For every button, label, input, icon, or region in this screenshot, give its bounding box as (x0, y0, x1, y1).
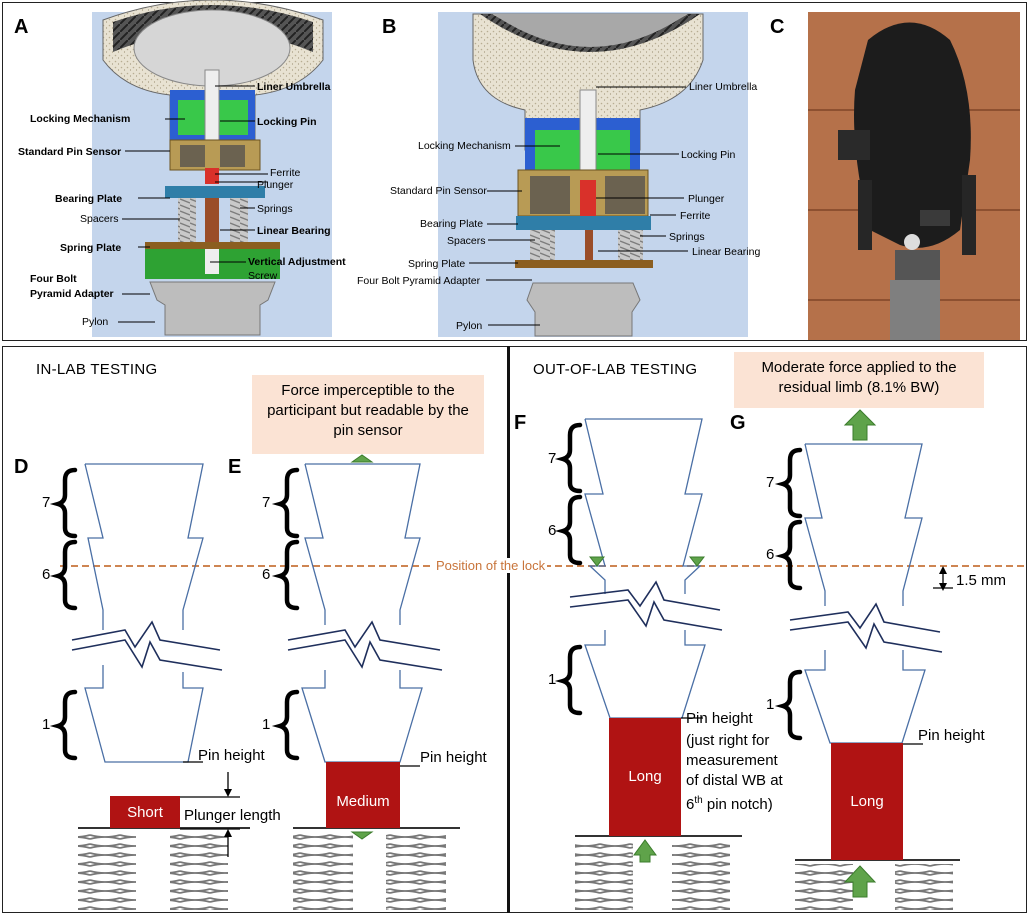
a-label-pyramid-adapter: Pyramid Adapter (30, 288, 114, 300)
a-label-locking-pin: Locking Pin (257, 116, 317, 128)
a-label-ferrite: Ferrite (270, 167, 301, 179)
d-notch-6: 6 (42, 566, 51, 583)
g-gap-label: 1.5 mm (956, 572, 1007, 589)
f-notch-7: 7 (548, 450, 557, 467)
b-label-springs: Springs (669, 231, 705, 243)
d-pin-height-label: Pin height (198, 747, 265, 764)
pin-d-outline (84, 463, 204, 763)
a-label-bearing-plate: Bearing Plate (55, 193, 123, 205)
panel-label-a: A (14, 16, 29, 38)
break-lines-d (71, 620, 223, 671)
f-pin-height-note-4: 6th pin notch) (686, 791, 773, 814)
green-arrows (350, 409, 877, 898)
f-pin-height-note-3: of distal WB at (686, 772, 783, 789)
b-label-plunger: Plunger (688, 193, 725, 205)
f-pin-height-note-1: (just right for (686, 732, 770, 749)
a-label-plunger: Plunger (257, 179, 294, 191)
g-notch-6: 6 (766, 546, 775, 563)
leader-lines-b (469, 86, 688, 326)
plunger-label-long-f: Long (628, 768, 662, 785)
bottom-panel-frame (2, 346, 1027, 913)
d-notch-7: 7 (42, 494, 51, 511)
plunger-long-g (831, 743, 903, 860)
b-label-pylon: Pylon (456, 320, 483, 332)
a-label-pylon: Pylon (82, 316, 109, 328)
e-notch-6: 6 (262, 566, 271, 583)
panel-label-c: C (770, 16, 785, 38)
braces (49, 422, 803, 761)
out-lab-heading: OUT-OF-LAB TESTING (533, 361, 698, 378)
break-lines-g (789, 602, 943, 653)
panel-label-b: B (382, 16, 397, 38)
f-pin-height-note-2: measurement (686, 752, 778, 769)
a-label-screw: Screw (248, 270, 278, 282)
g-notch-1: 1 (766, 696, 775, 713)
b-label-bearing-plate: Bearing Plate (420, 218, 484, 230)
a-label-linear-bearing: Linear Bearing (257, 225, 331, 237)
cad-a-drawing (102, 0, 324, 336)
top-panel-frame (2, 2, 1027, 341)
out-lab-callout: Moderate force applied to the residual l… (734, 352, 984, 408)
break-lines-f (569, 580, 723, 631)
break-lines-e (287, 620, 443, 671)
photo-prosthesis (808, 22, 1020, 340)
panel-label-e: E (228, 456, 242, 478)
b-label-ferrite: Ferrite (680, 210, 711, 222)
b-label-locking-mechanism: Locking Mechanism (418, 140, 511, 152)
pin-e-outline (301, 463, 423, 763)
b-label-locking-pin: Locking Pin (681, 149, 736, 161)
b-label-spacers: Spacers (447, 235, 486, 247)
plunger-short (110, 796, 180, 828)
bottom-divider (507, 346, 510, 913)
f-note-6: 6 (686, 796, 695, 813)
g-pin-height-label: Pin height (918, 727, 985, 744)
e-notch-1: 1 (262, 716, 271, 733)
f-notch-1: 1 (548, 671, 557, 688)
plunger-long-f (609, 718, 681, 836)
a-label-vertical-adjustment: Vertical Adjustment (248, 256, 346, 268)
e-notch-7: 7 (262, 494, 271, 511)
e-pin-height-label: Pin height (420, 749, 487, 766)
plunger-label-short: Short (127, 804, 163, 821)
a-label-locking-mechanism: Locking Mechanism (30, 113, 131, 125)
pin-g-outline (804, 443, 926, 744)
d-plunger-length-label: Plunger length (184, 807, 281, 824)
in-lab-callout: Force imperceptible to the participant b… (252, 375, 484, 454)
panel-label-d: D (14, 456, 29, 478)
dimension-arrowheads (224, 566, 947, 837)
plunger-medium (326, 762, 400, 828)
plunger-label-medium: Medium (336, 793, 390, 810)
f-note-th: th (694, 795, 703, 806)
cad-b-drawing (472, 13, 704, 337)
in-lab-heading: IN-LAB TESTING (36, 361, 158, 378)
a-label-springs: Springs (257, 203, 293, 215)
b-label-four-bolt-pyramid-adapter: Four Bolt Pyramid Adapter (357, 275, 481, 287)
leader-lines-a (118, 85, 268, 323)
b-label-liner-umbrella: Liner Umbrella (689, 81, 758, 93)
d-notch-1: 1 (42, 716, 51, 733)
a-label-standard-pin-sensor: Standard Pin Sensor (18, 146, 122, 158)
b-label-standard-pin-sensor: Standard Pin Sensor (390, 185, 487, 197)
b-label-spring-plate: Spring Plate (408, 258, 466, 270)
a-label-spring-plate: Spring Plate (60, 242, 122, 254)
plunger-label-long-g: Long (850, 793, 884, 810)
springs-bottom (78, 827, 960, 910)
a-label-four-bolt: Four Bolt (30, 273, 77, 285)
f-note-pin-notch: pin notch) (702, 796, 773, 813)
lock-position-label: Position of the lock (434, 558, 548, 573)
a-label-liner-umbrella: Liner Umbrella (257, 81, 331, 93)
f-notch-6: 6 (548, 522, 557, 539)
f-pin-height-label: Pin height (686, 710, 753, 727)
b-label-linear-bearing: Linear Bearing (692, 246, 761, 258)
pin-f-outline (584, 418, 706, 719)
a-label-spacers: Spacers (80, 213, 119, 225)
panel-label-g: G (730, 412, 746, 434)
panel-label-f: F (514, 412, 527, 434)
g-notch-7: 7 (766, 474, 775, 491)
